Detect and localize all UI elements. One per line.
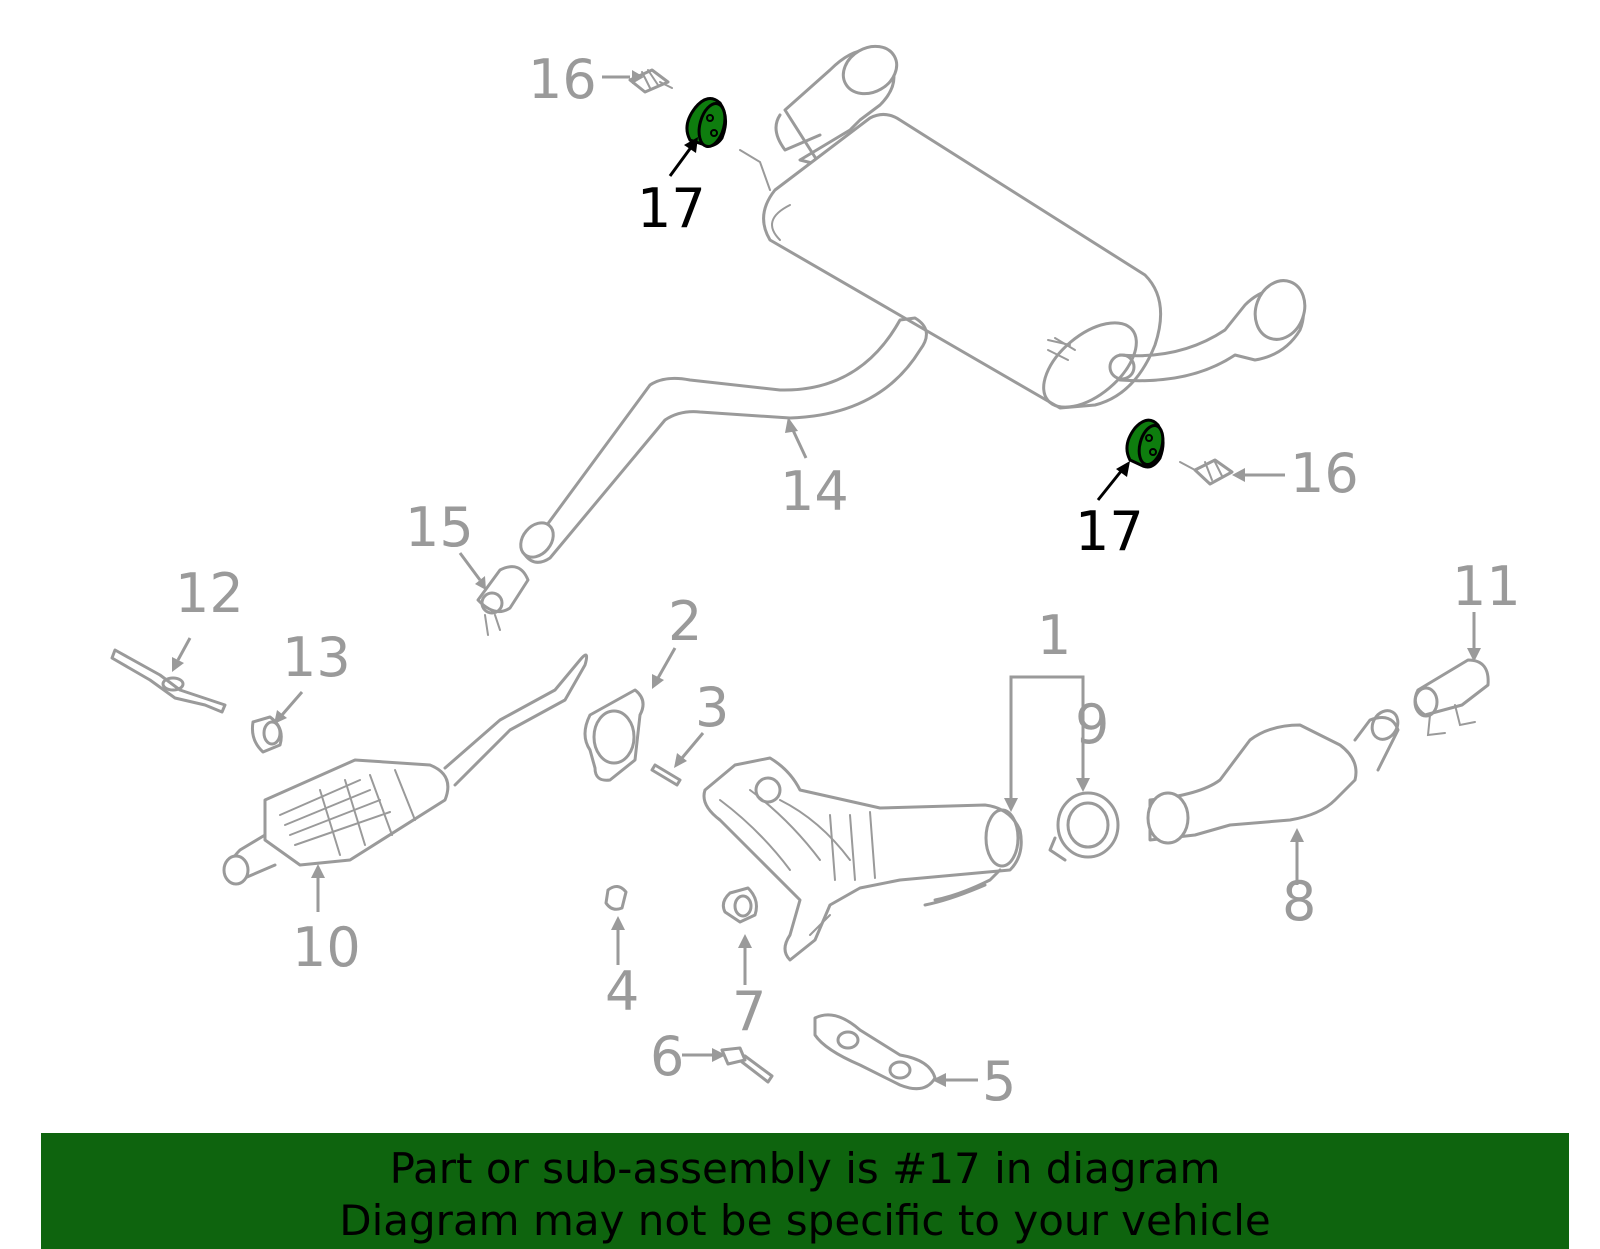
callout-11: 11 [1452,555,1521,618]
callout-2: 2 [668,590,702,653]
rear-muffler [739,44,1307,410]
callout-7: 7 [732,980,766,1043]
intermediate-pipe [520,316,928,564]
nut-4 [604,885,628,911]
callout-14: 14 [780,460,849,523]
callout-5: 5 [982,1050,1016,1113]
banner-line-2: Diagram may not be specific to your vehi… [339,1196,1271,1245]
leader-lines [172,70,1481,1087]
callout-1: 1 [1037,604,1071,667]
callout-17-top: 17 [637,177,706,240]
callout-10: 10 [292,916,361,979]
callout-3: 3 [695,676,729,739]
gasket-9 [1048,791,1120,862]
callout-17-right: 17 [1075,500,1144,563]
front-pipe-10 [222,653,589,886]
callout-6: 6 [650,1025,684,1088]
callout-12: 12 [175,562,244,625]
insulator-17-right[interactable] [1125,418,1167,469]
bracket-12 [110,648,227,714]
callout-9: 9 [1075,693,1109,756]
stud-3 [650,763,682,787]
callout-16-top: 16 [528,48,597,111]
hanger-15 [476,565,530,636]
info-banner: Part or sub-assembly is #17 in diagram D… [41,1133,1569,1249]
callout-8: 8 [1282,870,1316,933]
clip-16-right [1179,458,1234,486]
clamp-7 [721,886,758,924]
sensor-11 [1413,658,1490,737]
insulator-17-top[interactable] [685,97,729,150]
callout-labels: 16 17 14 16 17 15 12 13 2 3 1 9 11 10 4 … [175,48,1521,1113]
banner-line-1: Part or sub-assembly is #17 in diagram [389,1144,1221,1193]
callout-16-right: 16 [1290,442,1359,505]
callout-13: 13 [282,626,351,689]
gasket-2 [583,688,645,782]
catalytic-converter-8 [1146,709,1400,845]
bolt-6 [720,1046,774,1084]
callout-4: 4 [605,960,639,1023]
callout-15: 15 [405,496,474,559]
clip-16-top [628,68,673,94]
catalytic-converter-1 [702,756,1023,962]
gasket-5 [813,1013,937,1091]
